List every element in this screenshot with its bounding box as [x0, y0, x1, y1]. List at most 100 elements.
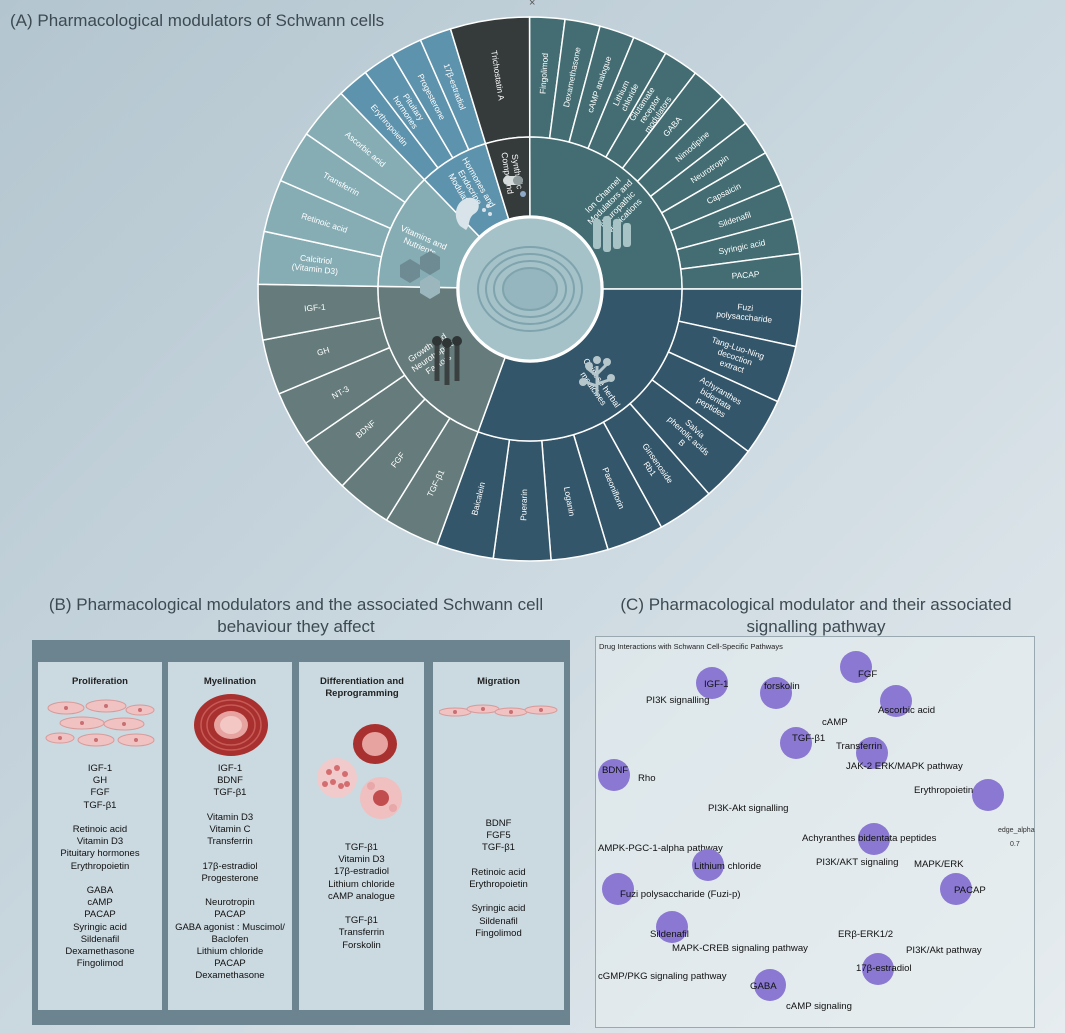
node-label: cAMP signaling — [786, 1001, 852, 1012]
differentiation-illustration — [317, 724, 402, 819]
node-label: Erythropoietin — [914, 785, 974, 796]
panel-c-title: (C) Pharmacological modulator and their … — [620, 595, 1012, 636]
close-icon[interactable]: × — [529, 0, 536, 9]
node-label: ERβ-ERK1/2 — [838, 929, 894, 940]
drug-node — [940, 873, 972, 905]
column-title: Differentiation and Reprogramming — [320, 676, 404, 699]
drug-item: Dexamethasone — [65, 946, 135, 958]
drug-item: 17β-estradiol — [202, 860, 258, 872]
myelin-sheath-icon — [477, 246, 583, 332]
molecule-icon — [400, 251, 440, 299]
drug-item: TGF-β1 — [213, 787, 247, 799]
node-label: Fuzi polysaccharide (Fuzi-p) — [620, 889, 741, 900]
proliferating-cells-illustration — [45, 699, 155, 747]
spacer — [433, 891, 564, 903]
drug-item: FGF5 — [486, 830, 511, 842]
drug-item: Dexamethasone — [195, 970, 265, 982]
node-label: PI3K signalling — [646, 695, 710, 706]
drug-item: IGF-1 — [87, 763, 113, 774]
drug-node — [760, 677, 792, 709]
drug-item: FGF — [90, 787, 110, 799]
node-label: forskolin — [764, 681, 800, 692]
drug-item: Baclofen — [211, 933, 249, 945]
drug-item: Vitamin C — [209, 824, 251, 835]
drug-item: Vitamin D3 — [206, 811, 254, 823]
drug-item: Erythropoietin — [70, 860, 130, 872]
drug-node — [858, 823, 890, 855]
drug-item: Transferrin — [207, 836, 253, 848]
node-label: PI3K/Akt pathway — [906, 945, 982, 956]
column-differentiation: Differentiation and Reprogramming TGF-β1… — [299, 662, 424, 1010]
node-label: JAK-2 ERK/MAPK pathway — [846, 761, 963, 772]
panel-a-title: (A) Pharmacological modulators of Schwan… — [10, 11, 385, 30]
drug-item: GH — [92, 775, 108, 787]
drug-item: Erythropoietin — [469, 879, 528, 890]
node-label: TGF-β1 — [792, 733, 826, 744]
node-label: PACAP — [954, 885, 986, 896]
node-label: FGF — [858, 669, 878, 680]
spacer — [38, 873, 162, 885]
network-panel: Drug Interactions with Schwann Cell-Spec… — [595, 636, 1035, 1028]
drug-node — [880, 685, 912, 717]
drug-item: Forskolin — [342, 939, 381, 951]
spacer — [168, 848, 292, 860]
spacer — [299, 903, 424, 915]
node-label: Achyranthes bidentata peptides — [802, 833, 937, 844]
drug-node — [972, 779, 1004, 811]
drug-item: Vitamin D3 — [338, 854, 385, 866]
node-label: PI3K/AKT signaling — [816, 857, 899, 868]
drug-item: Retinoic acid — [72, 824, 128, 835]
drug-item: BDNF — [217, 775, 243, 787]
drug-item: Fingolimod — [76, 958, 124, 970]
node-label: IGF-1 — [704, 679, 729, 690]
drug-item: IGF-1 — [217, 763, 243, 774]
drug-node — [862, 953, 894, 985]
legend-label: edge_alpha — [998, 827, 1035, 834]
hormone-gland-icon — [455, 197, 492, 230]
drug-item: Fingolimod — [475, 927, 522, 939]
node-label: cGMP/PKG signaling pathway — [598, 971, 727, 982]
drug-item: TGF-β1 — [345, 915, 378, 927]
drug-node — [780, 727, 812, 759]
drug-node — [856, 737, 888, 769]
column-title: Migration — [477, 676, 520, 687]
node-label: Ascorbic acid — [878, 705, 936, 716]
node-label: GABA — [750, 981, 777, 992]
legend-value: 0.7 — [1010, 841, 1020, 848]
item-label: PACAP — [731, 269, 760, 281]
drug-item: Sildenafil — [479, 915, 518, 927]
drug-item: Retinoic acid — [471, 866, 526, 878]
growth-factor-icon — [432, 336, 462, 385]
drug-item: TGF-β1 — [345, 842, 378, 853]
panel-b-title: (B) Pharmacological modulators and the a… — [48, 595, 544, 636]
drug-item: TGF-β1 — [482, 842, 515, 854]
drug-node — [656, 911, 688, 943]
spacer — [38, 812, 162, 824]
node-label: AMPK-PGC-1-alpha pathway — [598, 843, 723, 854]
ion-channel-icon — [593, 216, 631, 252]
drug-item: Syringic acid — [73, 921, 127, 933]
node-label: 17β-estradiol — [856, 963, 912, 974]
drug-item: cAMP — [87, 897, 113, 909]
node-label: Lithium chloride — [694, 861, 762, 872]
drug-item: Pituitary hormones — [60, 848, 140, 860]
node-label: MAPK/ERK — [914, 859, 964, 870]
drug-item: TGF-β1 — [83, 799, 117, 811]
node-label: BDNF — [602, 765, 629, 776]
drug-item: Lithium chloride — [196, 946, 264, 957]
node-label: cAMP — [822, 717, 848, 728]
spacer — [168, 885, 292, 897]
drug-item: Neurotropin — [205, 897, 255, 909]
drug-item: GABA agonist : Muscimol/ — [175, 921, 285, 933]
drug-node — [692, 849, 724, 881]
node-label: Transferrin — [836, 741, 883, 752]
drug-item: Lithium chloride — [328, 878, 395, 890]
item-label: Puerarin — [518, 489, 529, 521]
drug-node — [840, 651, 872, 683]
